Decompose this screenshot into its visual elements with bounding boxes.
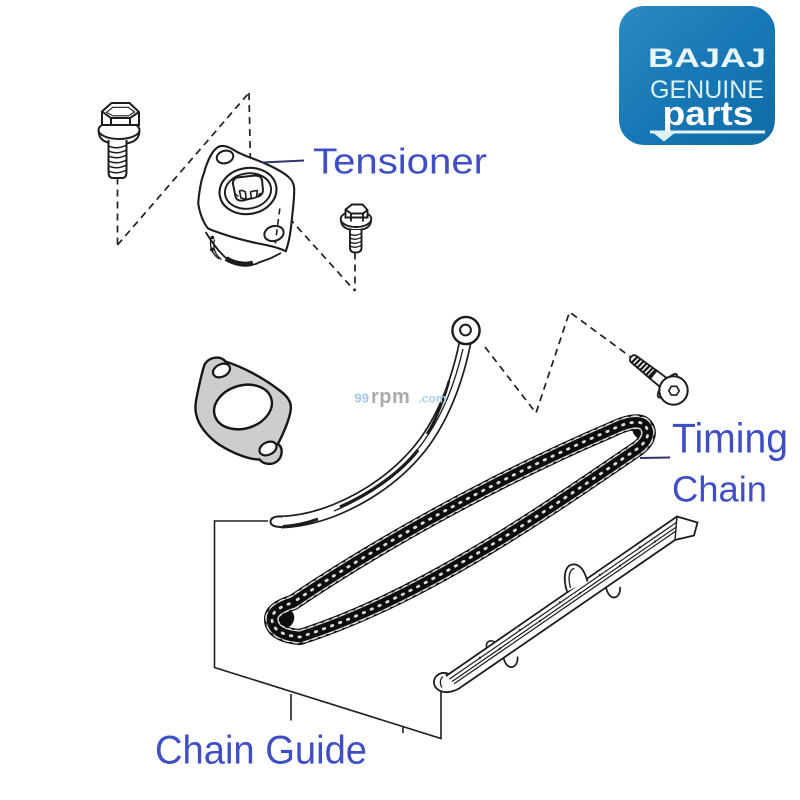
svg-text:parts: parts xyxy=(663,95,754,133)
svg-text:.com: .com xyxy=(419,392,447,406)
svg-text:Timing: Timing xyxy=(672,415,788,462)
svg-text:Tensioner: Tensioner xyxy=(313,141,487,182)
svg-text:99: 99 xyxy=(355,391,369,406)
svg-text:GENUINE: GENUINE xyxy=(650,76,764,104)
svg-text:rpm: rpm xyxy=(371,386,410,408)
svg-text:BAJAJ: BAJAJ xyxy=(648,43,766,73)
svg-text:Chain: Chain xyxy=(672,469,767,510)
svg-text:Chain Guide: Chain Guide xyxy=(155,729,367,773)
